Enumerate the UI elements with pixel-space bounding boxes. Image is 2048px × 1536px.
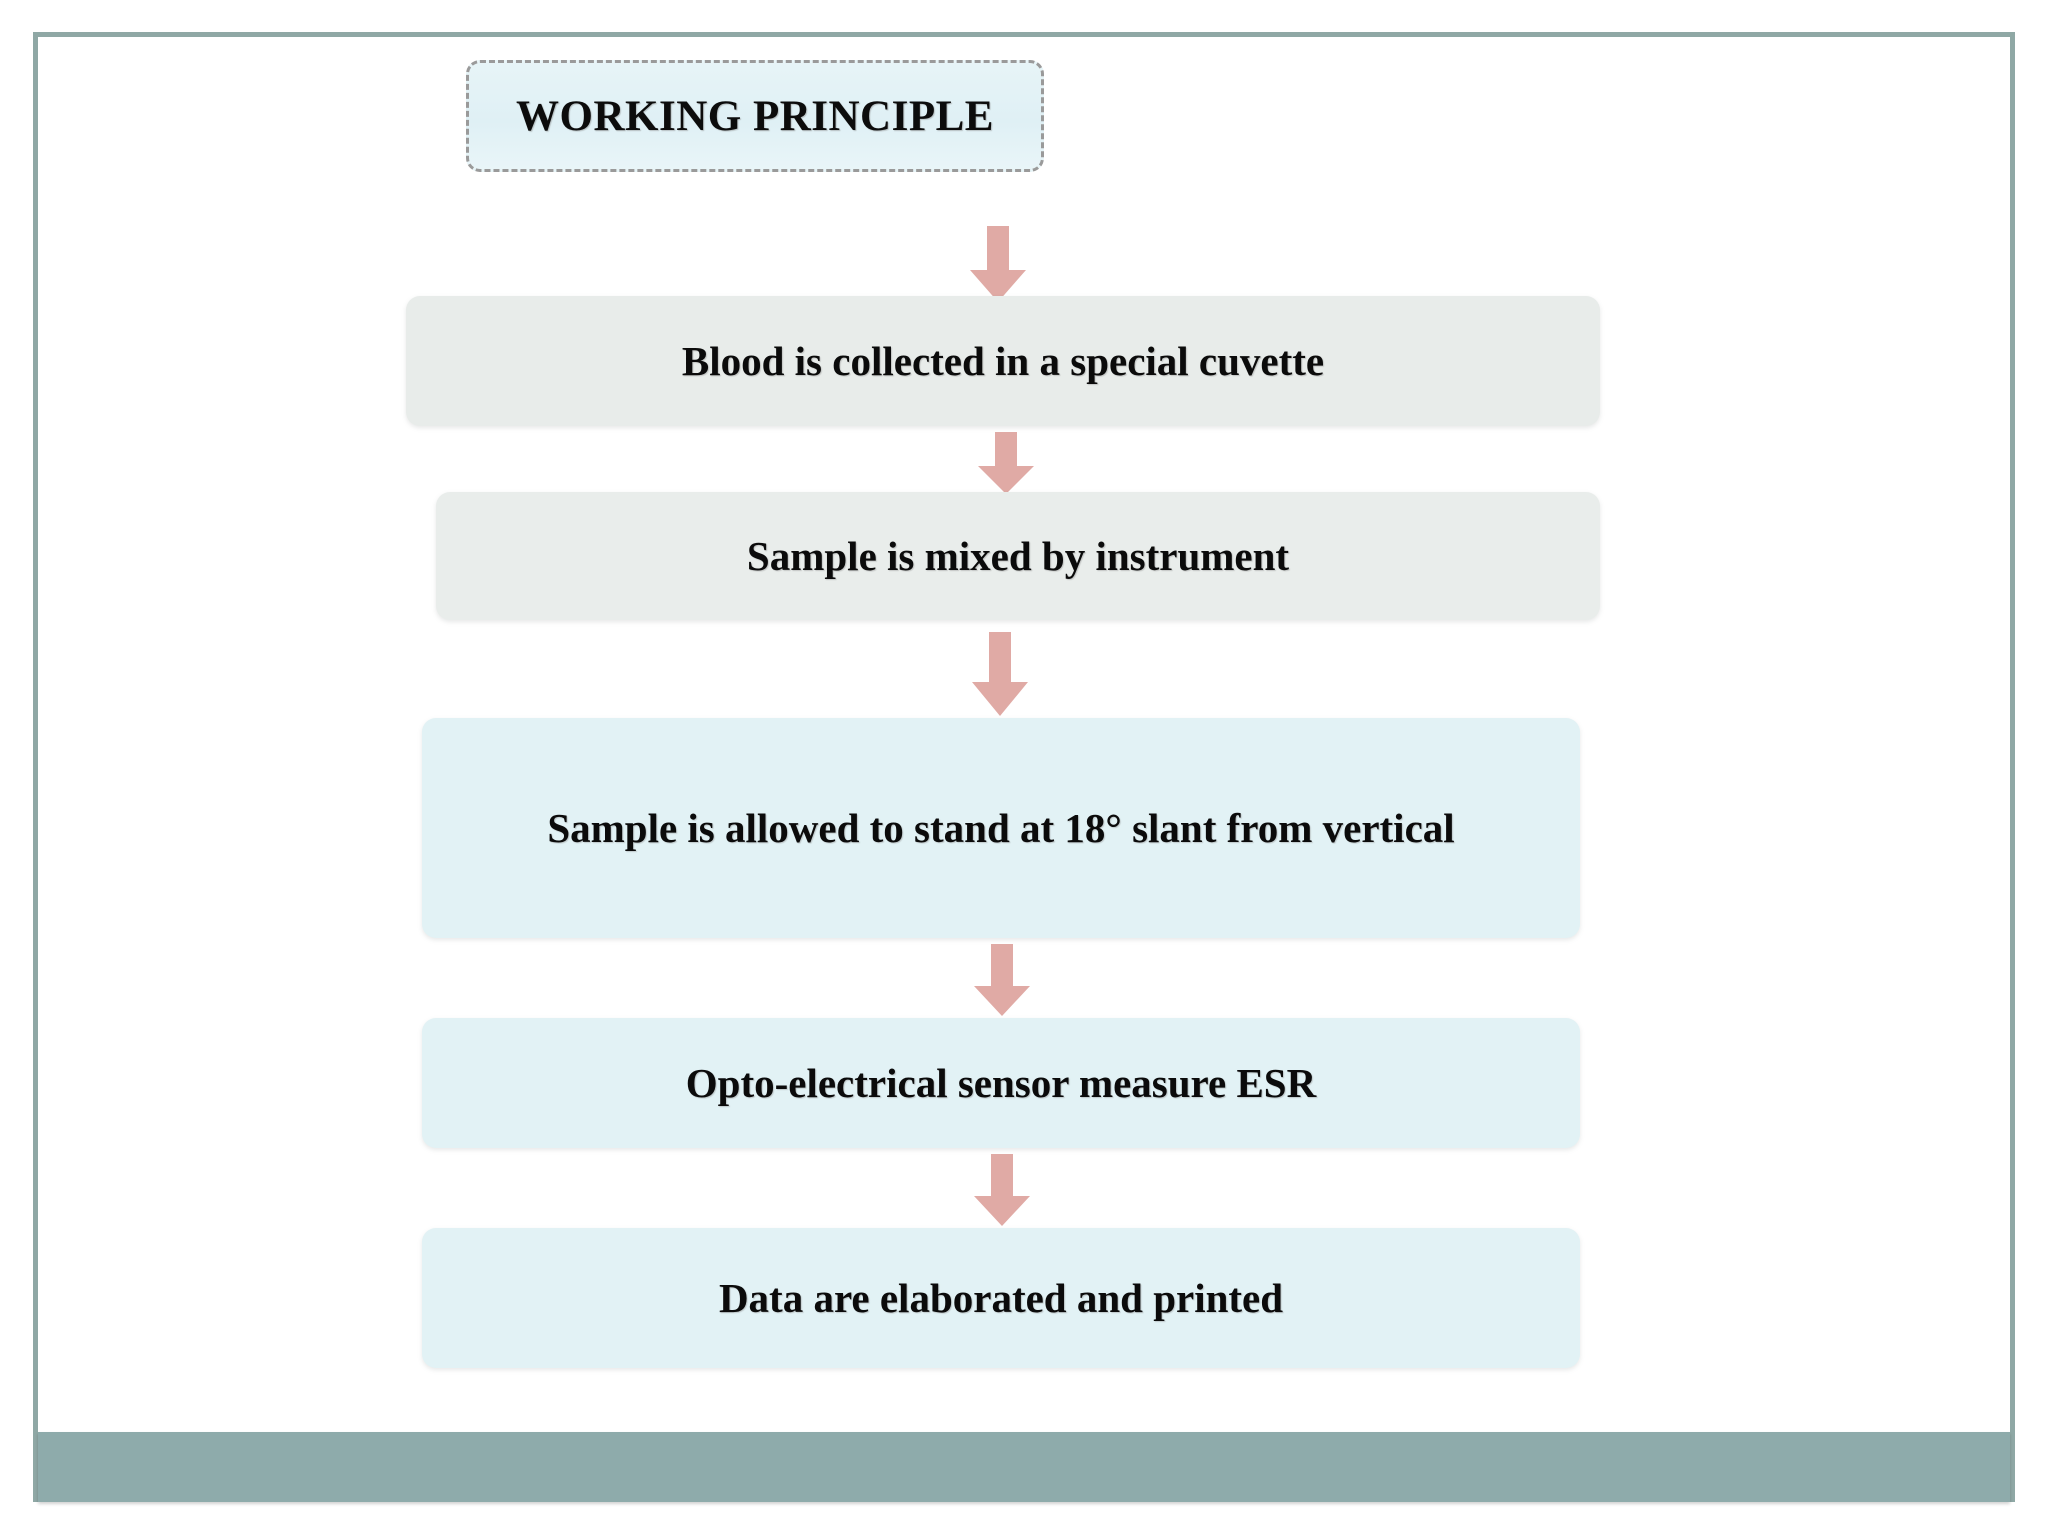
down-arrow-icon xyxy=(972,632,1028,716)
down-arrow-icon xyxy=(970,226,1026,302)
process-step-5: Data are elaborated and printed xyxy=(422,1228,1580,1368)
process-step-3-label: Sample is allowed to stand at 18° slant … xyxy=(547,804,1455,851)
process-step-2-label: Sample is mixed by instrument xyxy=(746,532,1290,579)
page-title: WORKING PRINCIPLE xyxy=(516,92,994,140)
flowchart-container: WORKING PRINCIPLE Blood is collected in … xyxy=(406,60,1600,1368)
down-arrow-icon xyxy=(974,944,1030,1016)
footer-band xyxy=(38,1432,2010,1502)
down-arrow-icon xyxy=(978,432,1034,494)
process-step-2: Sample is mixed by instrument xyxy=(436,492,1600,620)
process-step-3: Sample is allowed to stand at 18° slant … xyxy=(422,718,1580,938)
process-step-4-label: Opto-electrical sensor measure ESR xyxy=(685,1059,1317,1106)
working-principle-title-box: WORKING PRINCIPLE xyxy=(466,60,1044,172)
process-step-4: Opto-electrical sensor measure ESR xyxy=(422,1018,1580,1148)
down-arrow-icon xyxy=(974,1154,1030,1226)
process-step-1-label: Blood is collected in a special cuvette xyxy=(681,337,1325,384)
process-step-5-label: Data are elaborated and printed xyxy=(718,1274,1284,1321)
process-step-1: Blood is collected in a special cuvette xyxy=(406,296,1600,426)
